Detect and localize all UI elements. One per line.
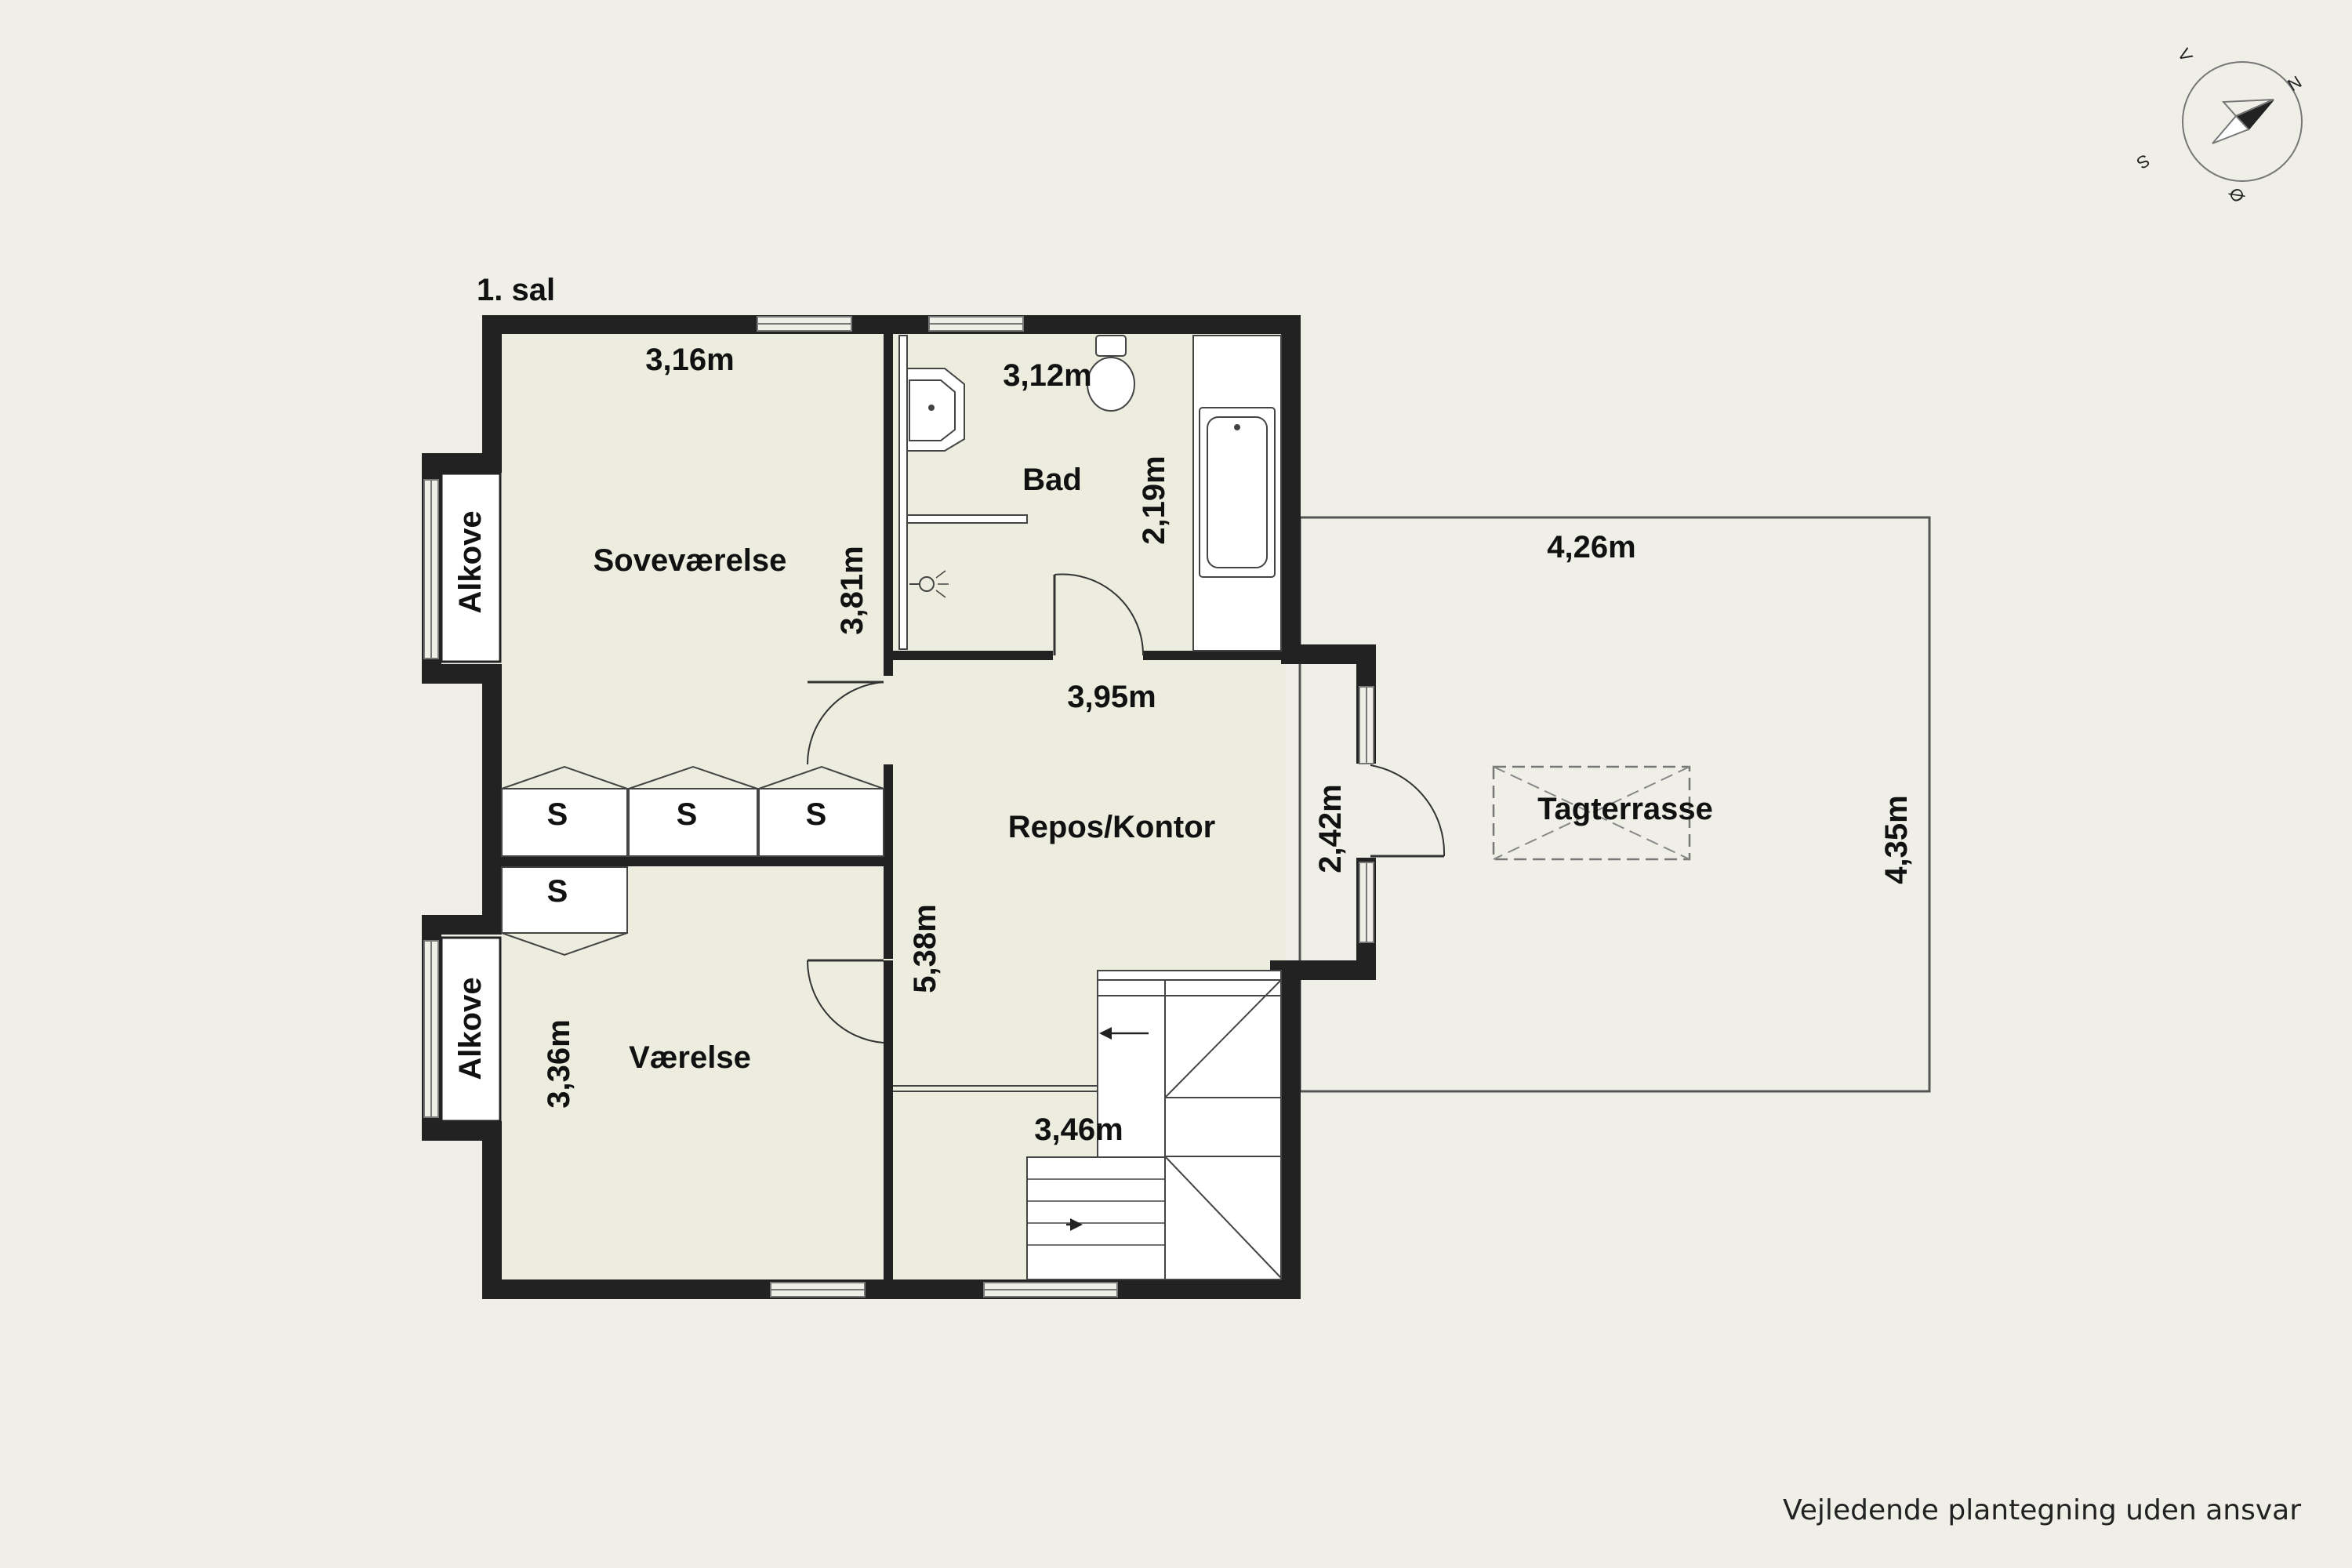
dimension-repos-height: 5,38m — [908, 904, 942, 993]
compass: N V S Ø — [2133, 45, 2305, 205]
dimension-sov-height: 3,81m — [835, 546, 869, 634]
compass-s-label: S — [2133, 151, 2154, 173]
storage-label: S — [806, 797, 827, 832]
alkove-box-bottom — [440, 936, 502, 1123]
dimension-terrace-height: 4,35m — [1879, 795, 1914, 884]
dimension-repos-width: 3,95m — [1067, 680, 1156, 714]
room-label-tagterrasse: Tagterrasse — [1537, 792, 1713, 826]
skylight — [1492, 765, 1691, 861]
alkove-box-top — [440, 472, 502, 663]
footer-disclaimer: Vejledende plantegning uden ansvar — [1783, 1494, 2301, 1526]
dimension-bad-width: 3,12m — [1003, 358, 1091, 393]
compass-o-label: Ø — [2225, 184, 2249, 206]
dimension-door-width: 2,42m — [1313, 784, 1348, 873]
bathroom-fixtures — [898, 335, 1282, 652]
floor-label: 1. sal — [477, 273, 555, 307]
room-label-sovevaerelse: Soveværelse — [593, 543, 787, 578]
alkove-label-top: Alkove — [453, 510, 488, 613]
dimension-vaer-height: 3,36m — [542, 1019, 576, 1108]
storage-label: S — [547, 797, 568, 832]
wardrobes — [501, 765, 884, 956]
room-label-repos: Repos/Kontor — [1008, 810, 1215, 844]
dimension-terrace-width: 4,26m — [1547, 530, 1635, 564]
storage-label: S — [677, 797, 698, 832]
doors — [806, 573, 1446, 1044]
staircase — [1026, 970, 1282, 1280]
dimension-bad-height: 2,19m — [1137, 456, 1171, 544]
compass-v-label: V — [2174, 45, 2197, 65]
room-label-bad: Bad — [1022, 463, 1082, 497]
room-label-vaerelse: Værelse — [629, 1040, 751, 1075]
compass-n-label: N — [2284, 72, 2305, 96]
alkove-label-bottom: Alkove — [453, 977, 488, 1080]
dimension-sov-width: 3,16m — [645, 343, 734, 377]
terrace-outline — [1298, 516, 1931, 1093]
windows — [423, 316, 1374, 1298]
storage-label: S — [547, 874, 568, 909]
dimension-stair-width: 3,46m — [1034, 1112, 1123, 1147]
